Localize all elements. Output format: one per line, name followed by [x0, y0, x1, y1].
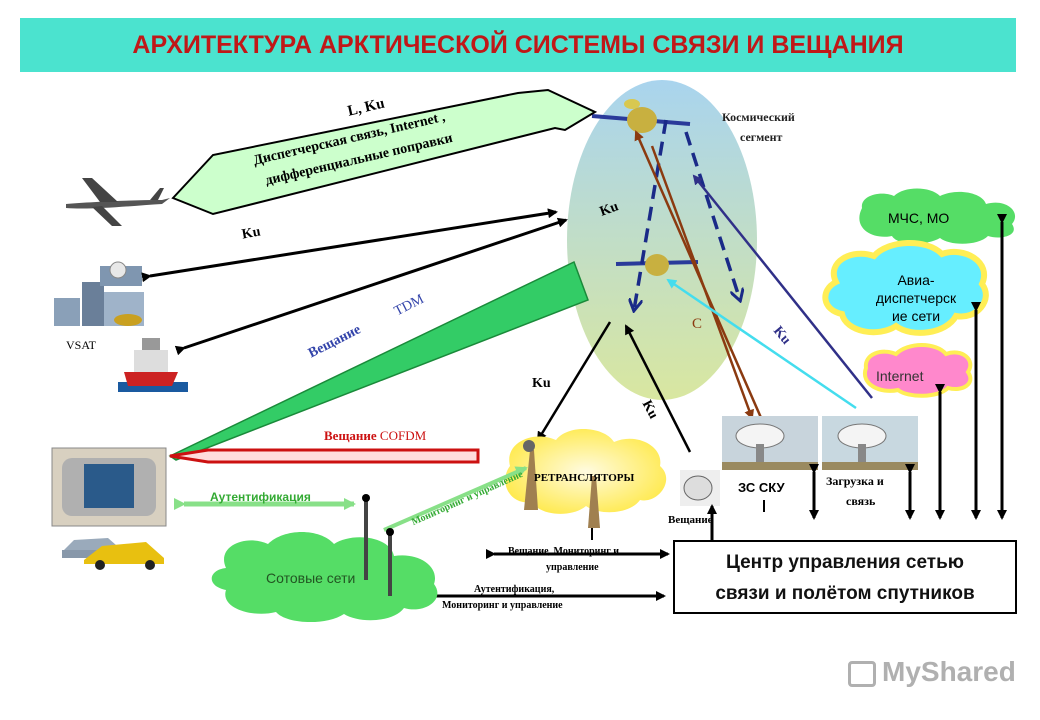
cell-tower-left-icon — [362, 494, 370, 580]
ku-link-broadcast-dish — [624, 324, 692, 453]
dashed-beam-right — [684, 131, 740, 300]
ku-link-repeaters — [536, 321, 612, 442]
cars-icon — [62, 538, 164, 570]
avia-label-line2: диспетчерск — [875, 290, 957, 306]
monitoring-control-arrow — [383, 466, 528, 532]
bcast-monitoring-label-line2: управление — [546, 562, 599, 573]
repeater-tower-left-icon — [523, 440, 538, 510]
upload-dish-photo — [822, 416, 918, 470]
avia-label-line1: Авиа- — [897, 272, 935, 288]
cell-tower-right-icon — [386, 528, 394, 596]
control-center-box: Центр управления сетью связи и полётом с… — [673, 540, 1017, 614]
airplane-icon — [66, 178, 170, 226]
ship-icon — [118, 338, 188, 392]
vsat-buildings-icon — [54, 261, 144, 326]
zs-sku-label: ЗС СКУ — [738, 480, 785, 495]
cofdm-broadcast-word: Вещание — [324, 428, 377, 443]
watermark-logo-icon — [848, 660, 876, 687]
upload-label-line2: связь — [846, 494, 876, 508]
control-center-line2: связи и полётом спутников — [715, 583, 975, 604]
bcast-monitoring-label-line1: Вещание, Мониторинг и — [508, 546, 620, 557]
ku-label-left: Ku — [240, 224, 262, 243]
title-bar — [20, 18, 1016, 72]
auth-monitoring-label-line2: Мониторинг и управление — [442, 600, 563, 611]
c-band-downlink — [650, 145, 754, 420]
internet-cloud — [862, 343, 973, 398]
space-segment-label-line2: сегмент — [740, 130, 783, 144]
handheld-device-icon — [51, 447, 167, 527]
ku-link-ship — [174, 217, 568, 356]
broadcast-dish-icon — [680, 470, 720, 506]
ku-link-upload — [692, 174, 873, 399]
satellite-upper-icon — [591, 99, 691, 133]
mchs-cloud — [859, 188, 1016, 244]
cellular-cloud — [211, 532, 438, 623]
repeaters-cloud — [505, 428, 667, 514]
dispatch-arrow — [171, 88, 598, 216]
page-title: АРХИТЕКТУРА АРКТИЧЕСКОЙ СИСТЕМЫ СВЯЗИ И … — [132, 31, 904, 59]
avia-cloud — [822, 240, 989, 336]
auth-monitoring-label-line1: Аутентификация, — [474, 584, 555, 595]
dashed-beam-left — [634, 119, 668, 310]
zs-sku-dish-photo — [722, 416, 818, 470]
control-center-line1: Центр управления сетью — [726, 552, 964, 573]
repeater-tower-right-icon — [588, 476, 600, 528]
authentication-label: Аутентификация — [210, 490, 311, 504]
watermark-text: MyShared — [882, 656, 1016, 687]
space-segment-label-line1: Космический — [722, 110, 795, 124]
ku-link-internet — [666, 278, 857, 410]
internet-label: Internet — [876, 368, 924, 384]
avia-label-line3: ие сети — [891, 308, 941, 324]
c-band-label: C — [692, 316, 703, 332]
cofdm-broadcast-code: COFDM — [379, 428, 427, 443]
watermark: MyShared — [848, 656, 1016, 688]
cofdm-broadcast-beam — [169, 448, 480, 464]
space-segment-ellipse — [567, 80, 757, 400]
cofdm-label: Вещание COFDM — [324, 428, 426, 444]
satellite-lower-icon — [615, 254, 699, 276]
vsat-label: VSAT — [66, 338, 97, 352]
broadcast-dish-label: Вещание — [668, 514, 713, 526]
mchs-label: МЧС, МО — [888, 210, 950, 226]
upload-label-line1: Загрузка и — [826, 474, 884, 488]
repeaters-label: РЕТРАНСЛЯТОРЫ — [534, 472, 635, 484]
ku-label-mid: Ku — [532, 376, 551, 391]
cellular-label: Сотовые сети — [266, 570, 356, 586]
